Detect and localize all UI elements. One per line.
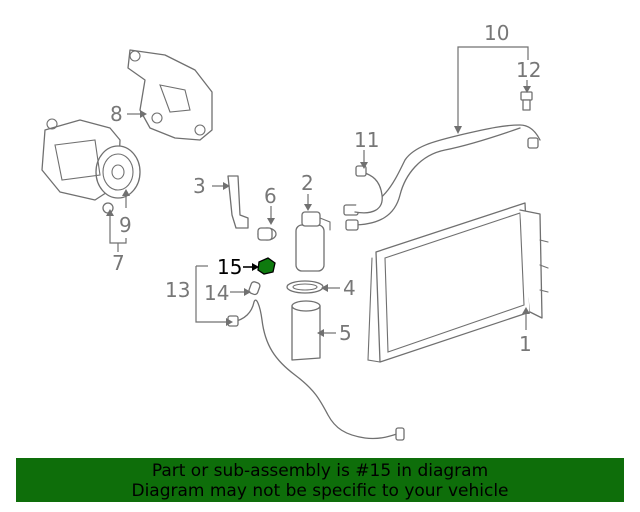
callout-12: 12 [516,58,541,82]
highlighted-part-15[interactable] [257,257,276,275]
compressor-part-7[interactable] [41,118,141,201]
callout-15: 15 [217,255,242,279]
o-ring-part-14[interactable] [248,281,261,296]
clamp-part-4[interactable] [286,280,324,294]
pressure-switch-part-12[interactable] [520,91,533,111]
callout-14: 14 [204,281,229,305]
hose-part-11[interactable] [354,165,383,214]
insulator-part-5[interactable] [291,300,321,361]
banner-line-1: Part or sub-assembly is #15 in diagram [151,461,489,481]
compressor-clutch-part-9[interactable] [102,202,114,214]
leader-10 [457,46,529,130]
callout-2: 2 [301,171,314,195]
callout-4: 4 [343,276,356,300]
valve-part-6[interactable] [257,227,277,241]
callout-9: 9 [119,213,132,237]
ac-line-assembly[interactable] [343,124,541,231]
callout-3: 3 [193,174,206,198]
callout-6: 6 [264,184,277,208]
callout-11: 11 [354,128,379,152]
callout-13: 13 [165,278,190,302]
callout-10: 10 [484,21,509,45]
compressor-bracket-part-8[interactable] [127,49,213,141]
accumulator-part-2[interactable] [295,211,331,272]
condenser-part-1[interactable] [367,202,549,363]
bracket-part-3[interactable] [227,175,249,229]
liquid-line[interactable] [227,299,405,441]
callout-8: 8 [110,102,123,126]
callout-5: 5 [339,321,352,345]
callout-7: 7 [112,251,125,275]
info-banner: Part or sub-assembly is #15 in diagram D… [16,458,624,502]
callout-1: 1 [519,332,532,356]
banner-line-2: Diagram may not be specific to your vehi… [131,481,509,501]
